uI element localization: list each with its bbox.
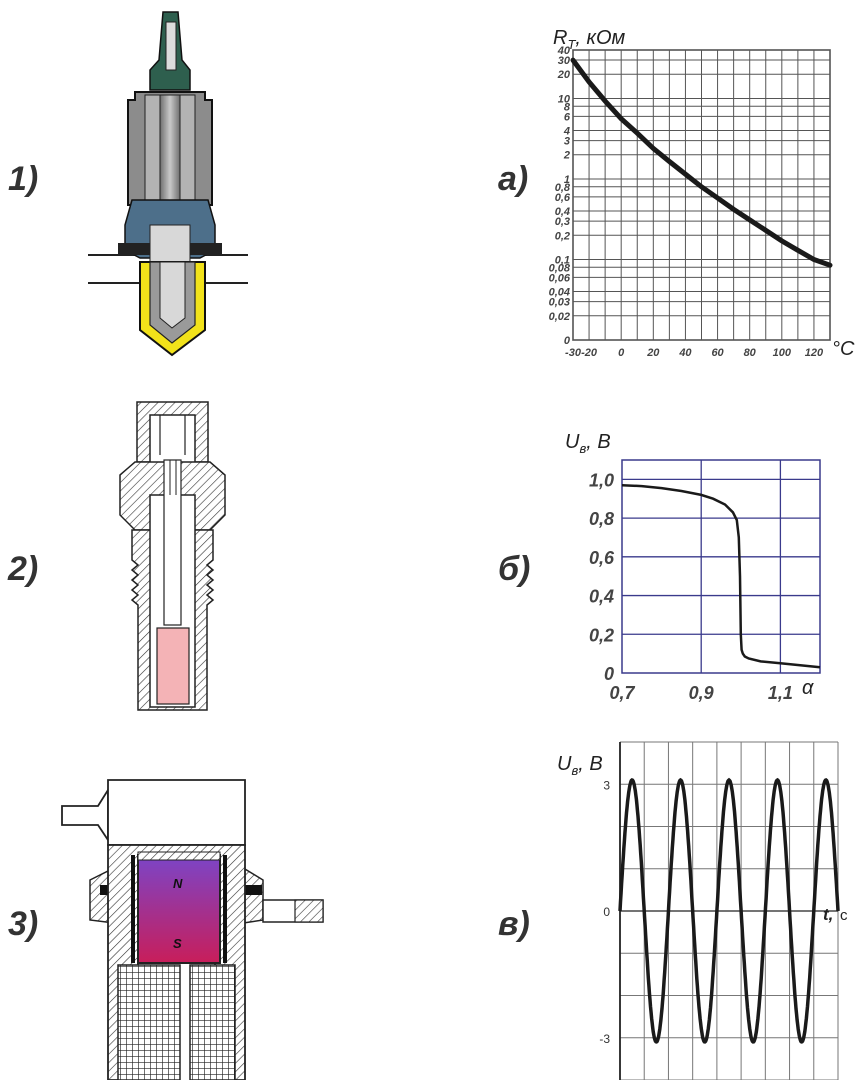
chart-a-ytick: 0,06: [549, 272, 571, 284]
chart-a-yunit: , кОм: [575, 27, 625, 49]
chart-a-ytick: 0,6: [555, 192, 571, 204]
chart-a-ytick: 0,02: [549, 311, 570, 323]
label-sensor-1: 1): [8, 160, 38, 198]
label-chart-b: б): [498, 550, 530, 588]
chart-a-ytick: 20: [557, 69, 571, 81]
chart-a-xtick: 120: [805, 347, 824, 359]
chart-a-ytick: 1: [564, 174, 570, 186]
chart-b-ytick: 0,4: [589, 587, 614, 607]
lambda-voltage-chart: Uв, В 0,7 0,9 1,1 0 0,2 0,4 0,6 0,8 1,0 α: [565, 431, 821, 703]
chart-a-ytick: 3: [564, 136, 570, 148]
chart-c-yunit: , В: [578, 753, 602, 775]
chart-a-ytick: 10: [558, 93, 571, 105]
chart-c-series-line: [618, 777, 840, 1044]
label-chart-a: а): [498, 160, 528, 198]
chart-c-ytick: 3: [603, 778, 610, 792]
chart-a-ytick: 0,3: [555, 216, 570, 228]
chart-a-ytick: 4: [563, 126, 570, 138]
chart-a-ytick: 0,1: [555, 254, 570, 266]
label-chart-c: в): [498, 905, 530, 943]
chart-b-xtick: 1,1: [768, 683, 793, 703]
temperature-sensor-drawing: [119, 401, 226, 711]
chart-a-xtick: 60: [711, 347, 724, 359]
chart-a-ytick: 40: [557, 45, 571, 57]
chart-b-frame: [621, 459, 821, 674]
chart-b-ytick: 0,8: [589, 509, 614, 529]
chart-a-xtick: 100: [773, 347, 792, 359]
chart-b-ytick: 1,0: [589, 470, 614, 490]
coil-left: [117, 964, 181, 1080]
chart-a-ytick: 0,08: [549, 262, 571, 274]
chart-a-ytick: 0,04: [549, 287, 570, 299]
chart-a-ylabel-main: R: [553, 27, 567, 49]
thermistor-element: [156, 627, 190, 705]
chart-a-xunit: °C: [832, 338, 855, 360]
chart-b-ytick: 0: [604, 664, 614, 684]
sensor-cap: [107, 779, 246, 846]
chart-c-ylabel-main: U: [557, 753, 572, 775]
chart-c-xunit: с: [840, 907, 848, 924]
chart-a-ytick: 2: [563, 150, 570, 162]
chart-c-ytick: -3: [599, 1032, 610, 1046]
inductive-voltage-chart: Uв, В 3 0 -3 t, с: [557, 741, 848, 1080]
chart-c-ytick: 0: [603, 905, 610, 919]
inductive-sensor-drawing: N S: [61, 779, 324, 1080]
chart-a-ytick: 0,4: [555, 206, 570, 218]
chart-a-xtick: 40: [678, 347, 692, 359]
chart-b-ytick: 0,2: [589, 625, 614, 645]
oxygen-sensor-drawing: [88, 11, 248, 357]
chart-a-ytick: 0,2: [555, 230, 570, 242]
chart-b-xtick: 0,9: [689, 683, 714, 703]
chart-c-ylabel: Uв, В: [557, 753, 603, 778]
chart-b-xunit: α: [802, 677, 814, 699]
chart-a-ytick: 30: [558, 55, 571, 67]
chart-a-ytick: 0,8: [555, 182, 571, 194]
chart-b-xtick: 0,7: [609, 683, 635, 703]
chart-b-yunit: , В: [586, 431, 610, 453]
chart-b-ylabel-main: U: [565, 431, 580, 453]
chart-a-ylabel: RT, кОм: [553, 27, 626, 52]
chart-a-ytick: 0: [564, 335, 571, 347]
label-sensor-3: 3): [8, 905, 38, 943]
magnet-south-label: S: [173, 936, 182, 951]
label-sensor-2: 2): [7, 550, 38, 588]
chart-a-ytick: 0,03: [549, 297, 570, 309]
chart-a-series-line: [570, 57, 833, 268]
chart-b-series-line: [621, 483, 821, 669]
magnet-north-label: N: [173, 876, 183, 891]
chart-a-xtick: -30: [565, 347, 582, 359]
chart-b-ylabel: Uв, В: [565, 431, 611, 456]
chart-b-ytick: 0,6: [589, 548, 615, 568]
chart-a-ylabel-sub: T: [567, 37, 576, 52]
thermistor-resistance-chart: RT, кОм 403020108643210,80,60,40,30,20,1…: [549, 27, 855, 360]
chart-c-ylabel-sub: в: [571, 763, 578, 778]
chart-a-xtick: 20: [646, 347, 660, 359]
chart-a-ytick: 8: [564, 101, 571, 113]
chart-a-xtick: 0: [618, 347, 625, 359]
coil-right: [189, 964, 236, 1080]
chart-a-xtick: 80: [744, 347, 757, 359]
chart-a-xtick: -20: [581, 347, 598, 359]
chart-b-ylabel-sub: в: [579, 441, 586, 456]
chart-c-xlabel: t,: [823, 905, 833, 924]
chart-a-ytick: 6: [564, 111, 571, 123]
